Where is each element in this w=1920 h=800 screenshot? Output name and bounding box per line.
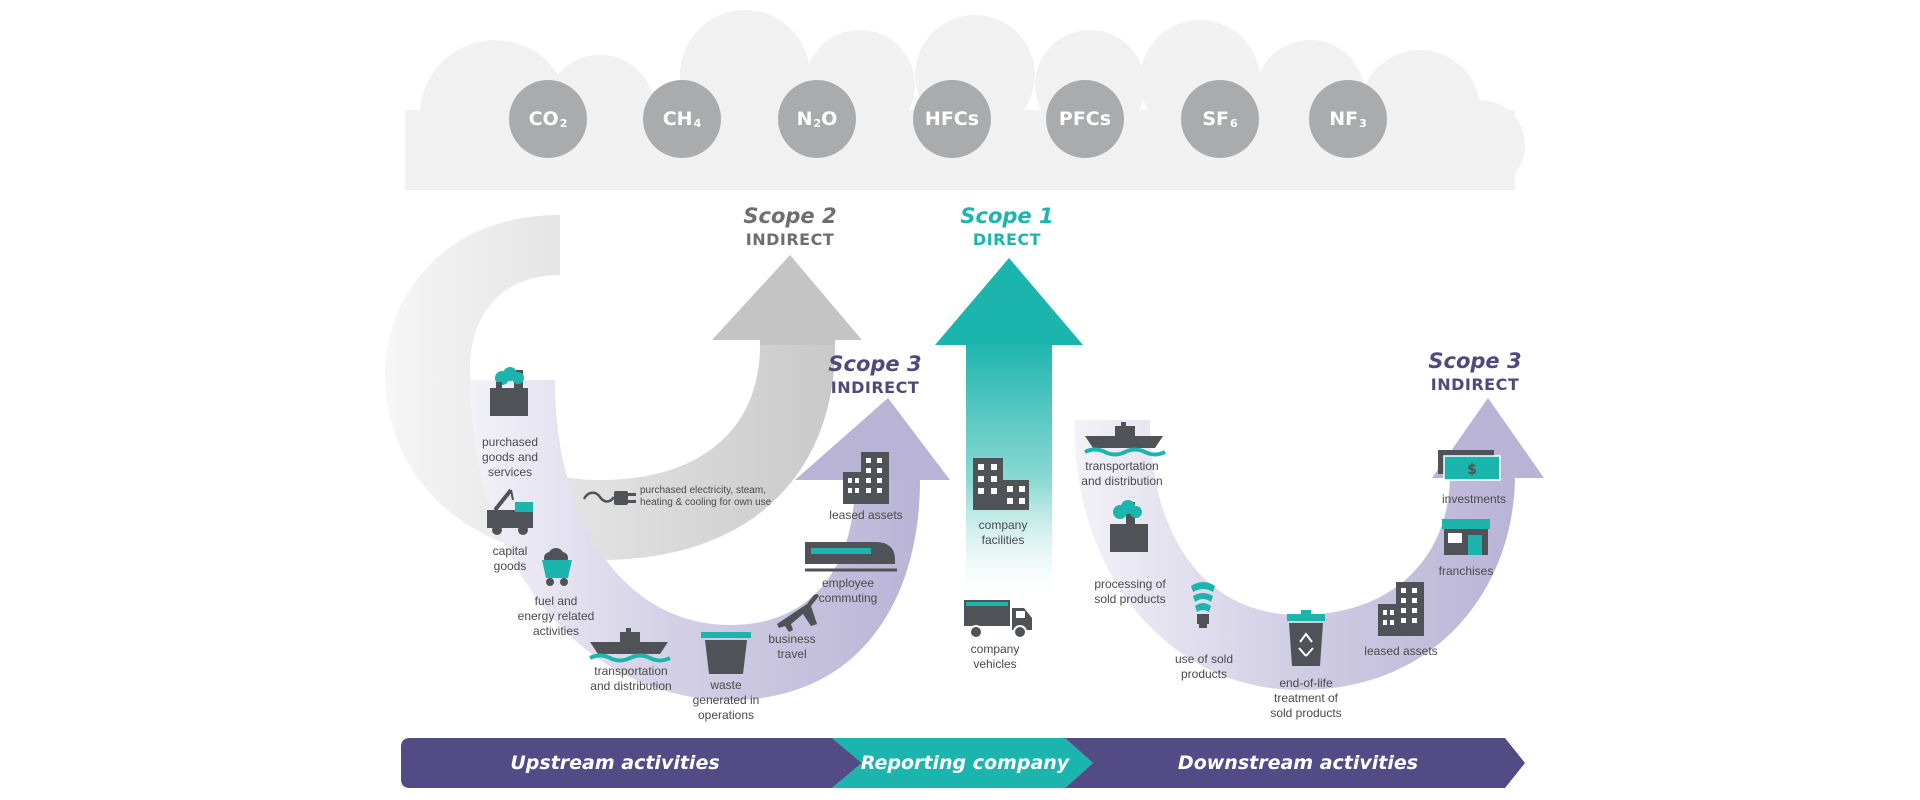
franchises-label: franchises	[1438, 564, 1494, 578]
light-bulb-icon	[1191, 582, 1215, 628]
crane-truck-icon	[487, 488, 533, 535]
gas-pfcs: PFCs	[1046, 80, 1124, 158]
employee-commuting-label: employee commuting	[818, 576, 878, 605]
recycle-bin-icon	[1287, 610, 1325, 666]
scope3-upstream-label: Scope 3 INDIRECT	[828, 352, 922, 397]
ship-icon	[1084, 422, 1166, 457]
ship-icon	[589, 628, 671, 663]
scope2-arrow	[385, 215, 862, 560]
upstream-transportation-label: transportation and distribution	[590, 664, 672, 693]
company-facilities-label: company facilities	[978, 518, 1028, 547]
waste-label: waste generated in operations	[692, 678, 760, 722]
dumpster-icon	[701, 632, 751, 674]
activity-band	[401, 738, 1525, 788]
business-travel-label: business travel	[768, 632, 816, 661]
icons: $	[487, 367, 1501, 674]
train-icon	[805, 542, 897, 572]
scope3-downstream-label: Scope 3 INDIRECT	[1428, 349, 1522, 394]
downstream-leased-assets-label: leased assets	[1364, 644, 1438, 658]
processing-label: processing of sold products	[1094, 577, 1166, 606]
upstream-activities-label: Upstream activities	[510, 752, 720, 774]
downstream-transportation-label: transportation and distribution	[1081, 459, 1163, 488]
factory-icon	[490, 367, 528, 416]
reporting-company-label: Reporting company	[860, 752, 1070, 774]
coal-cart-icon	[542, 548, 572, 586]
use-of-sold-products-label: use of sold products	[1174, 652, 1234, 681]
storefront-icon	[1442, 519, 1490, 555]
capital-goods-label: capital goods	[492, 544, 528, 573]
end-of-life-label: end-of-life treatment of sold products	[1270, 676, 1342, 720]
money-icon: $	[1438, 450, 1501, 481]
purchased-electricity-label: purchased electricity, steam, heating & …	[640, 485, 772, 508]
scope1-label: Scope 1 DIRECT	[960, 204, 1054, 249]
factory-icon	[1110, 500, 1148, 552]
fuel-energy-label: fuel and energy related activities	[517, 594, 595, 638]
plug-icon	[582, 491, 636, 505]
purchased-goods-label: purchased goods and services	[481, 435, 539, 479]
downstream-activities-label: Downstream activities	[1177, 752, 1419, 774]
scope1-arrow	[935, 258, 1083, 600]
company-facility-icon	[973, 458, 1029, 510]
upstream-leased-assets-label: leased assets	[829, 508, 903, 522]
gas-hfcs: HFCs	[913, 80, 991, 158]
scope2-label: Scope 2 INDIRECT	[743, 204, 837, 249]
company-vehicles-label: company vehicles	[970, 642, 1020, 671]
building-icon	[843, 452, 889, 504]
airplane-icon	[777, 594, 819, 632]
svg-text:$: $	[1467, 462, 1477, 478]
building-icon	[1378, 582, 1424, 636]
investments-label: investments	[1441, 492, 1507, 506]
truck-icon	[964, 600, 1032, 639]
